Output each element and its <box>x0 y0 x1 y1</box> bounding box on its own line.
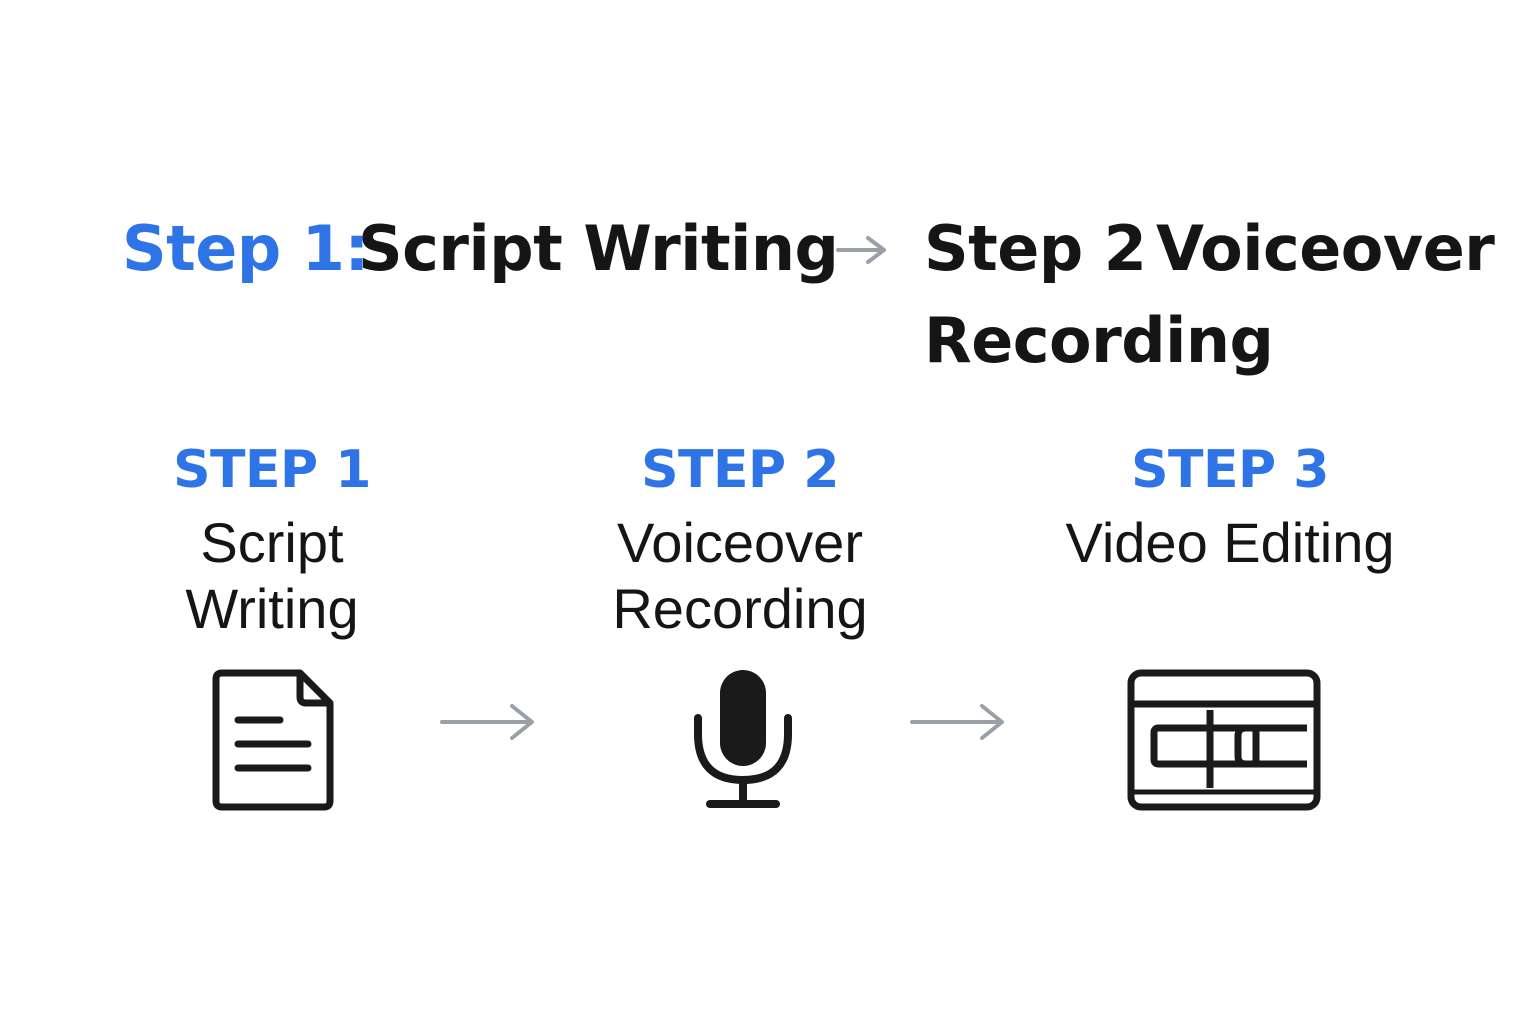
step-2-label: STEP 2 <box>641 440 839 500</box>
step-3-label: STEP 3 <box>1131 440 1329 500</box>
video-editor-icon <box>1127 669 1321 811</box>
step-1-column: STEP 1 Script Writing <box>62 444 482 642</box>
microphone-icon <box>694 670 792 808</box>
flow-arrow-2-icon <box>910 704 1004 740</box>
header-step1-title: Script Writing <box>358 212 839 285</box>
header-step1-label: Step 1: <box>122 212 369 285</box>
step-1-title-line2: Writing <box>185 577 359 640</box>
header-step2-title-line1: Voiceover <box>1156 212 1495 285</box>
step-1-title-line1: Script <box>200 511 344 574</box>
step-1-title: Script Writing <box>62 510 482 642</box>
header-arrow-icon <box>836 236 886 264</box>
header-step2-title-line2: Recording <box>924 304 1274 377</box>
step-3-column: STEP 3 Video Editing <box>1020 444 1440 576</box>
header-step2-label: Step 2 <box>924 212 1147 285</box>
step-2-title-line2: Recording <box>612 577 868 640</box>
step-2-column: STEP 2 Voiceover Recording <box>530 444 950 642</box>
flow-arrow-1-icon <box>440 704 534 740</box>
step-3-title: Video Editing <box>1020 510 1440 576</box>
step-3-title-line1: Video Editing <box>1065 511 1395 574</box>
step-2-title-line1: Voiceover <box>617 511 863 574</box>
document-icon <box>212 669 334 811</box>
step-2-title: Voiceover Recording <box>530 510 950 642</box>
step-1-label: STEP 1 <box>173 440 371 500</box>
